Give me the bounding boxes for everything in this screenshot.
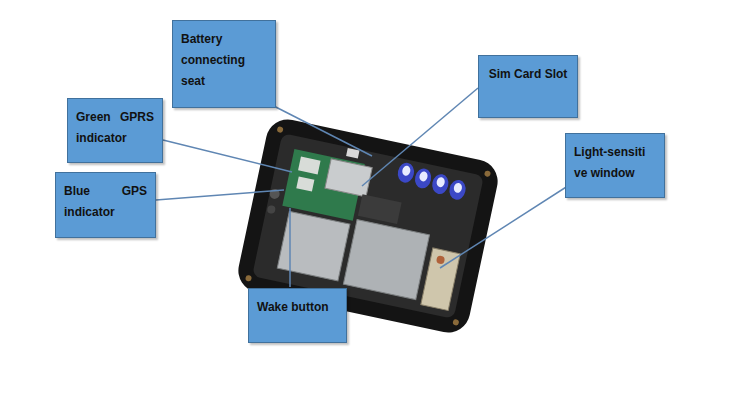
battery-seat <box>346 148 359 158</box>
leader-line <box>156 190 284 200</box>
callout-label: Battery connecting seat <box>181 29 267 92</box>
leader-line <box>262 100 372 156</box>
chip <box>358 194 402 224</box>
leader-line <box>163 140 292 172</box>
callout-box: Blue GPS indicator <box>55 172 156 238</box>
callout-box: Wake button <box>248 288 347 343</box>
callout-box: Light-sensiti ve window <box>565 133 665 198</box>
tracker-device <box>234 115 501 336</box>
shield-can <box>343 220 429 300</box>
housing <box>234 115 501 336</box>
shield-can <box>277 211 350 281</box>
callout-label: Light-sensiti ve window <box>574 142 656 184</box>
leader-line <box>362 88 478 186</box>
callout-label: Sim Card Slot <box>487 64 569 85</box>
light-sensor <box>436 255 445 264</box>
light-window <box>421 248 460 311</box>
callout-label: Green GPRS indicator <box>76 107 154 149</box>
callout-label: Wake button <box>257 297 338 318</box>
wake-button <box>267 205 276 214</box>
pcb-pad <box>296 177 314 192</box>
leader-line <box>440 182 574 268</box>
callout-box: Sim Card Slot <box>478 55 578 118</box>
callout-label: Blue GPS indicator <box>64 181 147 223</box>
sim-slot <box>325 159 372 197</box>
leader-line <box>289 208 291 287</box>
pcb-pad <box>298 157 320 175</box>
callout-box: Battery connecting seat <box>172 20 276 108</box>
capacitors <box>395 161 469 201</box>
callout-box: Green GPRS indicator <box>67 98 163 163</box>
